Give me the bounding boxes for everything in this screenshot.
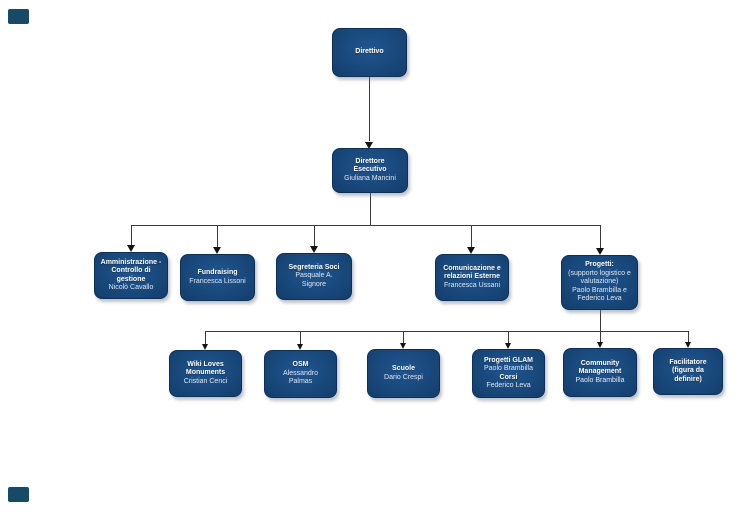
node-title: OSM (292, 361, 309, 369)
org-node-progetti-glam: Progetti GLAM Paolo Brambilla Corsi Fede… (472, 349, 545, 398)
connector-arrow (400, 343, 406, 349)
connector-arrow (213, 247, 221, 254)
node-title: Fundraising (197, 269, 238, 276)
node-person: Francesca Lissoni (189, 277, 246, 285)
connector-arrow (297, 344, 303, 350)
connector-line (205, 331, 206, 344)
connector-arrow (685, 342, 691, 348)
node-title: Progetti: (585, 261, 614, 269)
connector-line (369, 77, 370, 141)
corner-marker-top (8, 9, 29, 24)
node-title: Facilitatore (figura da definire) (669, 358, 707, 383)
connector-line (217, 225, 218, 247)
node-subtitle: (supporto logistico e valutazione) (568, 269, 631, 286)
connector-arrow (365, 142, 373, 149)
node-person: Paolo Brambilla (483, 365, 534, 372)
org-node-fundraising: Fundraising Francesca Lissoni (180, 254, 255, 301)
connector-arrow (505, 343, 511, 349)
org-node-progetti: Progetti: (supporto logistico e valutazi… (561, 255, 638, 310)
org-node-direttivo: Direttivo (332, 28, 407, 77)
connector-line (314, 225, 315, 246)
node-title: Amministrazione - Controllo di gestione (100, 258, 162, 283)
org-node-wiki-loves-monuments: Wiki Loves Monuments Cristian Cenci (169, 350, 242, 397)
org-node-amministrazione: Amministrazione - Controllo di gestione … (94, 252, 168, 299)
connector-line (508, 331, 509, 343)
connector-line (300, 331, 301, 344)
connector-line (403, 331, 404, 343)
connector-line (131, 225, 132, 245)
connector-line (370, 193, 371, 225)
connector-line (600, 310, 601, 331)
node-title: Comunicazione e relazioni Esterne (443, 264, 501, 281)
node-person: Dario Crespi (384, 373, 423, 381)
node-person: Cristian Cenci (183, 377, 228, 385)
node-title: Community Management (578, 359, 622, 376)
node-title: Direttivo (355, 48, 384, 56)
node-person: Giuliana Mancini (344, 174, 396, 182)
node-title: Wiki Loves Monuments (185, 360, 226, 377)
connector-arrow (596, 248, 604, 255)
node-title: Segreteria Soci (288, 263, 340, 271)
node-person: Pasquale A. Signore (295, 272, 333, 288)
connector-arrow (467, 247, 475, 254)
connector-arrow (202, 344, 208, 350)
connector-arrow (127, 245, 135, 252)
connector-line (688, 331, 689, 342)
connector-bus (131, 225, 600, 226)
node-person: Nicolò Cavallo (108, 284, 154, 291)
node-title: Progetti GLAM (484, 356, 533, 364)
org-node-comunicazione: Comunicazione e relazioni Esterne France… (435, 254, 509, 301)
org-node-community-management: Community Management Paolo Brambilla (563, 348, 637, 397)
node-title-2: Corsi (499, 373, 518, 381)
connector-arrow (310, 246, 318, 253)
org-node-direttore-esecutivo: Direttore Esecutivo Giuliana Mancini (332, 148, 408, 193)
org-node-osm: OSM Alessandro Palmas (264, 350, 337, 398)
corner-marker-bottom (8, 487, 29, 502)
org-node-segreteria-soci: Segreteria Soci Pasquale A. Signore (276, 253, 352, 300)
org-node-scuole: Scuole Dario Crespi (367, 349, 440, 398)
connector-line (600, 225, 601, 248)
org-node-facilitatore: Facilitatore (figura da definire) (653, 348, 723, 395)
connector-bus (205, 331, 688, 332)
node-person: Paolo Brambilla (575, 376, 625, 384)
connector-arrow (597, 342, 603, 348)
node-person-2: Federico Leva (486, 382, 531, 389)
connector-line (600, 331, 601, 342)
connector-line (471, 225, 472, 247)
node-title: Direttore Esecutivo (353, 157, 387, 174)
node-person: Francesca Ussani (443, 281, 501, 289)
node-person: Alessandro Palmas (282, 369, 319, 386)
node-title: Scuole (392, 365, 415, 372)
node-person: Paolo Brambilla e Federico Leva (572, 286, 627, 303)
